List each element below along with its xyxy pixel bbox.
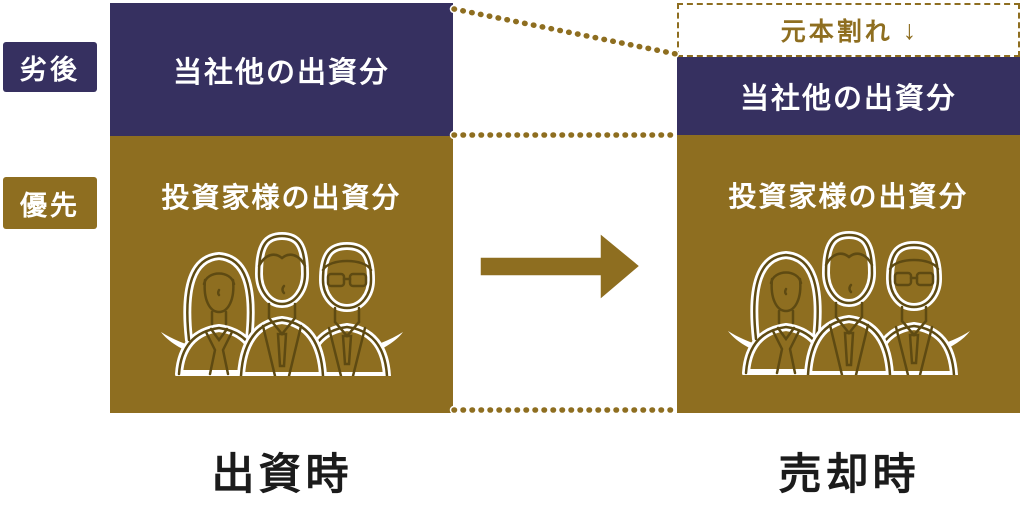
subordinated-label: 劣後 (20, 54, 80, 85)
down-arrow-icon: ↓ (902, 14, 917, 45)
principal-loss-label: 元本割れ (780, 18, 893, 46)
preferred-badge: 優先 (3, 177, 97, 229)
company-share-label: 当社他の出資分 (172, 56, 390, 89)
at-sale-caption: 売却時 (778, 451, 920, 499)
preferred-label: 優先 (20, 190, 80, 221)
investor-share-label: 投資家様の出資分 (161, 182, 402, 213)
company-share-segment: 当社他の出資分 (110, 3, 453, 136)
at-investment-caption: 出資時 (211, 451, 353, 499)
right-arrow-icon (479, 231, 642, 302)
investors-group-icon (724, 227, 974, 375)
company-share-label: 当社他の出資分 (739, 83, 957, 115)
investors-group-icon (157, 228, 407, 376)
company-share-segment: 当社他の出資分 (677, 57, 1020, 135)
at-investment-column: 当社他の出資分 投資家様の出資分 (110, 3, 453, 413)
investor-share-segment: 投資家様の出資分 (110, 136, 453, 413)
subordinated-badge: 劣後 (3, 42, 97, 92)
investor-share-segment: 投資家様の出資分 (677, 135, 1020, 413)
at-sale-column: 元本割れ ↓ 当社他の出資分 投資家様の出資分 (677, 3, 1020, 413)
diagonal-dotted-line (449, 4, 681, 59)
principal-loss-box: 元本割れ ↓ (677, 3, 1020, 57)
investor-share-label: 投資家様の出資分 (728, 181, 969, 212)
